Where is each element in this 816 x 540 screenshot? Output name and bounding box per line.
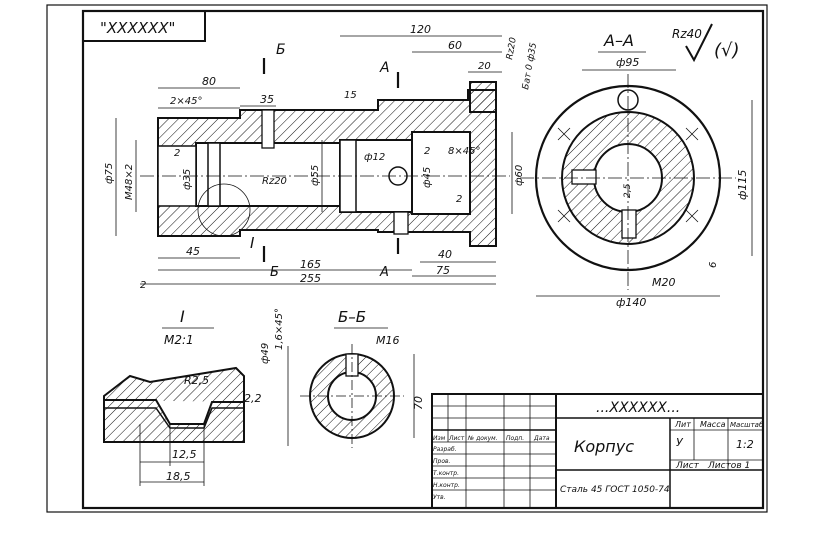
detail-125: 12,5 [172, 448, 197, 461]
dim-phi75: ф75 [104, 163, 115, 184]
aa-phi115: ф115 [736, 170, 749, 200]
dim-2b: 2 [424, 146, 430, 157]
title-scale-header: Масштаб [730, 421, 764, 429]
roughness-value: Rz40 [672, 27, 702, 41]
aa-25: 2,5 [623, 183, 633, 198]
dim-2a: 2 [174, 148, 180, 159]
dim-rz20: Rz20 [262, 176, 287, 187]
bb-phi49: ф49 [260, 343, 271, 364]
title-part-name: Корпус [574, 437, 634, 456]
detail-185: 18,5 [166, 470, 191, 483]
dim-2-left: 2 [140, 280, 146, 291]
dim-phi12: ф12 [364, 152, 385, 163]
aa-phi140: ф140 [616, 296, 646, 309]
dim-45: 45 [186, 245, 200, 258]
dim-rz20-top: Rz20 [505, 36, 519, 60]
section-a-bottom: А [379, 265, 389, 280]
section-b-bottom: Б [270, 265, 279, 280]
outer-border [46, 4, 768, 513]
roughness-check-icon [685, 23, 713, 63]
title-top-code: ...XXXXXX... [596, 400, 680, 416]
inner-border [81, 9, 765, 510]
title-row-label-5: Дата [533, 435, 550, 442]
dim-8x45: 8×45° [448, 146, 480, 157]
section-aa: А–А ф95 ф115 ф140 M20 6 2,5 [520, 31, 753, 309]
section-bb: Б–Б M16 ф49 1,6×45° 70 [260, 308, 425, 448]
dim-phi60: ф60 [514, 165, 525, 186]
section-aa-title: А–А [603, 31, 634, 50]
detail-22: 2,2 [244, 392, 262, 405]
dim-165: 165 [300, 258, 321, 271]
title-material: Сталь 45 ГОСТ 1050-74 [560, 485, 670, 495]
title-left-label-4: Н.контр. [433, 482, 460, 489]
aa-phi95: ф95 [616, 56, 639, 69]
dim-80: 80 [202, 75, 216, 88]
aa-m20: M20 [652, 276, 676, 289]
detail-i-title: I [180, 307, 185, 326]
bb-70: 70 [412, 396, 425, 410]
detail-r25: R2,5 [184, 374, 209, 387]
bb-m16: M16 [376, 334, 400, 347]
dim-35: 35 [260, 93, 274, 106]
frame-label-box [82, 10, 206, 42]
title-left-label-1: Разраб. [433, 446, 457, 453]
title-row-label-4: Подп. [506, 435, 524, 442]
title-lit-value: У [676, 436, 684, 449]
title-mass-header: Масса [700, 420, 726, 429]
dim-phi35: ф35 [182, 169, 193, 190]
title-row-label-1: Изм [433, 435, 446, 442]
detail-marker: I [250, 234, 255, 252]
dim-60: 60 [448, 39, 462, 52]
section-bb-title: Б–Б [338, 308, 366, 326]
dim-m48: M48×2 [124, 164, 135, 200]
aa-6: 6 [708, 262, 719, 268]
title-sheet-header: Лист [675, 461, 700, 471]
title-scale-value: 1:2 [736, 438, 754, 451]
detail-i: I M2:1 R2,5 2,2 12,5 18,5 [103, 307, 262, 486]
main-view: Б Б А А I 120 60 20 80 2×45° 35 15 Rz20 … [104, 23, 539, 291]
title-sheets-header: Листов 1 [707, 461, 750, 471]
section-b-top: Б [276, 42, 286, 58]
title-left-label-2: Пров. [433, 458, 451, 465]
dim-15: 15 [344, 90, 357, 101]
title-block: ...XXXXXX... Корпус Сталь 45 ГОСТ 1050-7… [431, 393, 764, 509]
dim-75: 75 [436, 264, 450, 277]
dim-phi55: ф55 [310, 165, 321, 186]
section-a-top: А [379, 60, 390, 76]
dim-2c: 2 [456, 194, 462, 205]
detail-i-scale: M2:1 [164, 333, 194, 347]
dim-40: 40 [438, 248, 452, 261]
dim-2x45: 2×45° [170, 96, 202, 107]
dim-20: 20 [478, 61, 491, 72]
roughness-paren: (√) [714, 40, 740, 61]
dim-255: 255 [300, 272, 321, 285]
dim-120: 120 [410, 23, 431, 36]
dim-bat: Бат 0 ф35 [521, 42, 539, 91]
bb-chamfer: 1,6×45° [274, 308, 285, 350]
title-left-label-3: Т.контр. [433, 470, 459, 477]
dim-phi45: ф45 [422, 167, 433, 188]
title-row-label-3: № докум. [467, 435, 498, 442]
title-row-label-2: Лист [448, 435, 465, 442]
title-left-label-5: Утв. [433, 494, 446, 501]
frame-label: "XXXXXX" [100, 19, 175, 37]
title-lit-header: Лит [674, 420, 691, 429]
